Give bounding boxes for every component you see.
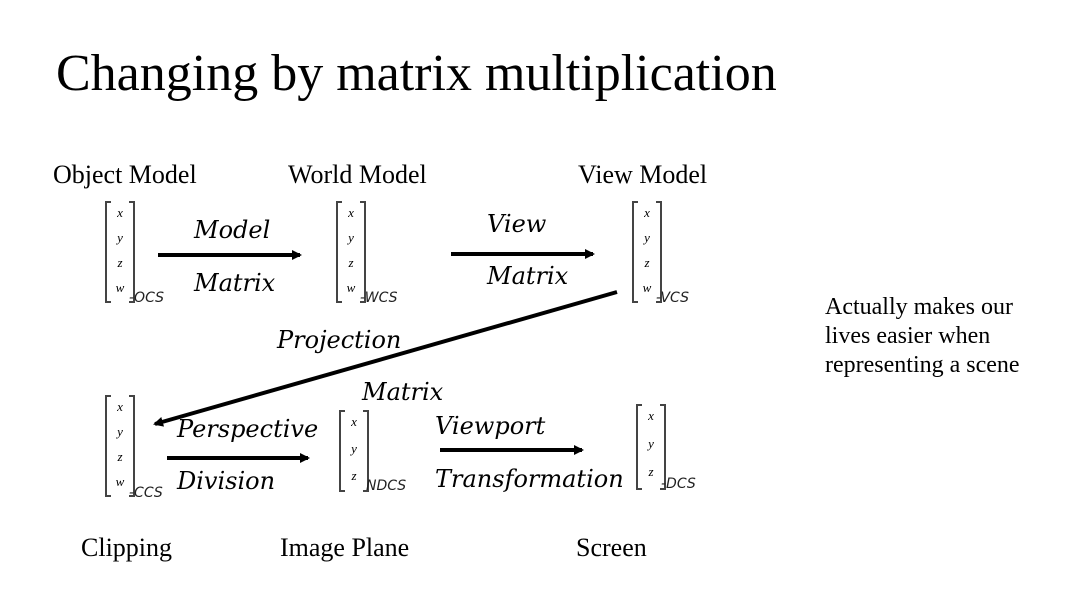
component-x: x	[117, 205, 123, 220]
component-y: y	[117, 424, 123, 439]
stage-image-plane: Image Plane	[280, 533, 410, 562]
side-note: Actually makes our lives easier when rep…	[825, 294, 1020, 378]
subscript-dcs: -DCS	[661, 476, 696, 492]
component-z: z	[648, 464, 654, 479]
stage-object-model: Object Model	[53, 160, 197, 189]
component-z: z	[117, 255, 123, 270]
component-w: w	[115, 280, 125, 295]
label-view: View	[487, 210, 547, 238]
arrow-projection-matrix	[153, 290, 618, 427]
vector-ndcs: x y z	[339, 410, 369, 492]
component-z: z	[351, 468, 357, 483]
subscript-vcs: -VCS	[656, 290, 689, 306]
component-y: y	[648, 436, 654, 451]
component-z: z	[348, 255, 354, 270]
label-perspective: Perspective	[177, 415, 319, 443]
label-viewport: Viewport	[435, 412, 546, 440]
vector-ccs: x y z w	[105, 395, 135, 497]
subscript-ocs: -OCS	[129, 290, 164, 306]
component-x: x	[348, 205, 354, 220]
vector-ocs: x y z w	[105, 201, 135, 303]
component-y: y	[117, 230, 123, 245]
label-transformation: Transformation	[435, 465, 624, 493]
label-projection-matrix: Matrix	[362, 378, 444, 406]
stage-world-model: World Model	[288, 160, 427, 189]
component-x: x	[648, 408, 654, 423]
subscript-wcs: -WCS	[360, 290, 398, 306]
vector-dcs: x y z	[636, 404, 666, 490]
component-x: x	[644, 205, 650, 220]
label-model-matrix: Matrix	[194, 269, 276, 297]
stage-screen: Screen	[576, 533, 647, 562]
component-w: w	[115, 474, 125, 489]
component-x: x	[351, 414, 357, 429]
subscript-ndcs: NDCS	[366, 478, 407, 494]
component-z: z	[644, 255, 650, 270]
slide-title: Changing by matrix multiplication	[56, 45, 777, 102]
stage-view-model: View Model	[578, 160, 708, 189]
component-y: y	[644, 230, 650, 245]
stage-clipping: Clipping	[81, 533, 173, 562]
label-model: Model	[194, 216, 271, 244]
component-w: w	[346, 280, 356, 295]
label-projection: Projection	[277, 326, 402, 354]
component-z: z	[117, 449, 123, 464]
label-view-matrix: Matrix	[487, 262, 569, 290]
component-y: y	[348, 230, 354, 245]
subscript-ccs: -CCS	[129, 485, 163, 501]
label-division: Division	[177, 467, 276, 495]
component-w: w	[642, 280, 652, 295]
component-y: y	[351, 441, 357, 456]
vector-vcs: x y z w	[632, 201, 662, 303]
vector-wcs: x y z w	[336, 201, 366, 303]
component-x: x	[117, 399, 123, 414]
